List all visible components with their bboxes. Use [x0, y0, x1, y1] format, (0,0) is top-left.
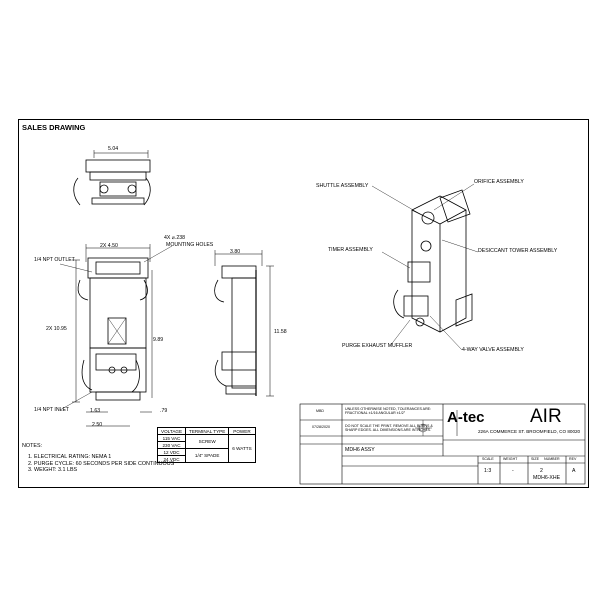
label-valve: 4-WAY VALVE ASSEMBLY [462, 347, 524, 353]
label-timer: TIMER ASSEMBLY [328, 247, 373, 253]
number-label: NUMBER [544, 457, 560, 461]
notes-block: NOTES: ELECTRICAL RATING: NEMA 1 PURGE C… [22, 443, 174, 474]
label-purge: PURGE EXHAUST MUFFLER [342, 343, 413, 349]
weight-value: - [512, 468, 514, 474]
outlet-label: 1/4 NPT OUTLET [34, 257, 75, 263]
dim-front-mid: 9.89 [153, 337, 164, 343]
label-desiccant: DESICCANT TOWER ASSEMBLY [478, 248, 558, 254]
drawn-by: MBD [316, 409, 324, 413]
scale-value: 1:3 [484, 468, 492, 474]
weight-label: WEIGHT [503, 457, 518, 461]
dim-offset: .79 [160, 408, 168, 414]
general-notes: DO NOT SCALE THE PRINT. REMOVE ALL BURRS… [345, 424, 433, 433]
drawing-date: 07/28/2020 [312, 425, 330, 429]
holes-label: 4X ⌀.238 [164, 235, 186, 241]
header-voltage: VOLTAGE [156, 427, 187, 435]
dim-bottom-a: 1.63 [90, 408, 101, 414]
side-view [214, 250, 274, 397]
inlet-label: 1/4 NPT INLET [34, 407, 70, 413]
isometric-view [371, 183, 479, 351]
company-logo-air: AIR [530, 406, 562, 427]
company-logo: A-tec [447, 409, 485, 426]
dim-front-height: 2X 10.95 [46, 326, 67, 332]
dim-front-width: 2X 4.50 [100, 243, 118, 249]
size-value: 2 [540, 468, 543, 474]
notes-heading: NOTES: [22, 443, 43, 449]
note-item: PURGE CYCLE: 60 SECONDS PER SIDE CONTINU… [34, 461, 174, 468]
dim-top-width: 5.04 [108, 146, 119, 152]
rev-label: REV [569, 457, 577, 461]
note-item: WEIGHT: 3.1 LBS [34, 467, 174, 474]
dim-side-width: 3.80 [230, 249, 241, 255]
terminal-cell: 1/4" SPADE [185, 448, 230, 463]
voltage-table: VOLTAGE TERMINAL TYPE POWER 115 VAC SCRE… [156, 427, 256, 463]
power-cell: 6 WATTS [228, 434, 256, 463]
header-power: POWER [228, 427, 256, 435]
company-address: 226A COMMERCE ST. BROOMFIELD, CO 80020 [478, 429, 581, 434]
title-block-lines [299, 403, 586, 485]
drawing-title: SALES DRAWING [22, 123, 86, 132]
label-shuttle: SHUTTLE ASSEMBLY [316, 183, 369, 189]
dim-bottom-b: 2.50 [92, 422, 103, 428]
note-item: ELECTRICAL RATING: NEMA 1 [34, 454, 174, 461]
part-title: MDH6 ASSY [345, 447, 375, 453]
front-view [59, 244, 173, 427]
tolerance-note: UNLESS OTHERWISE NOTED, TOLERANCES ARE: … [345, 407, 432, 416]
rev-value: A [572, 468, 576, 474]
holes-label-2: MOUNTING HOLES [166, 242, 214, 248]
top-view [73, 150, 151, 206]
label-orifice: ORIFICE ASSEMBLY [474, 179, 524, 185]
voltage-cell: 24 VDC [156, 455, 187, 463]
size-label: SIZE [531, 457, 539, 461]
dim-side-height: 11.58 [274, 329, 287, 335]
terminal-cell: SCREW [185, 434, 230, 449]
number-value: MDH6-XHE [533, 475, 561, 481]
scale-label: SCALE [482, 457, 494, 461]
drawing-border [18, 119, 589, 488]
voltage-cell: 115 VAC [156, 434, 187, 442]
header-terminal: TERMINAL TYPE [185, 427, 230, 435]
